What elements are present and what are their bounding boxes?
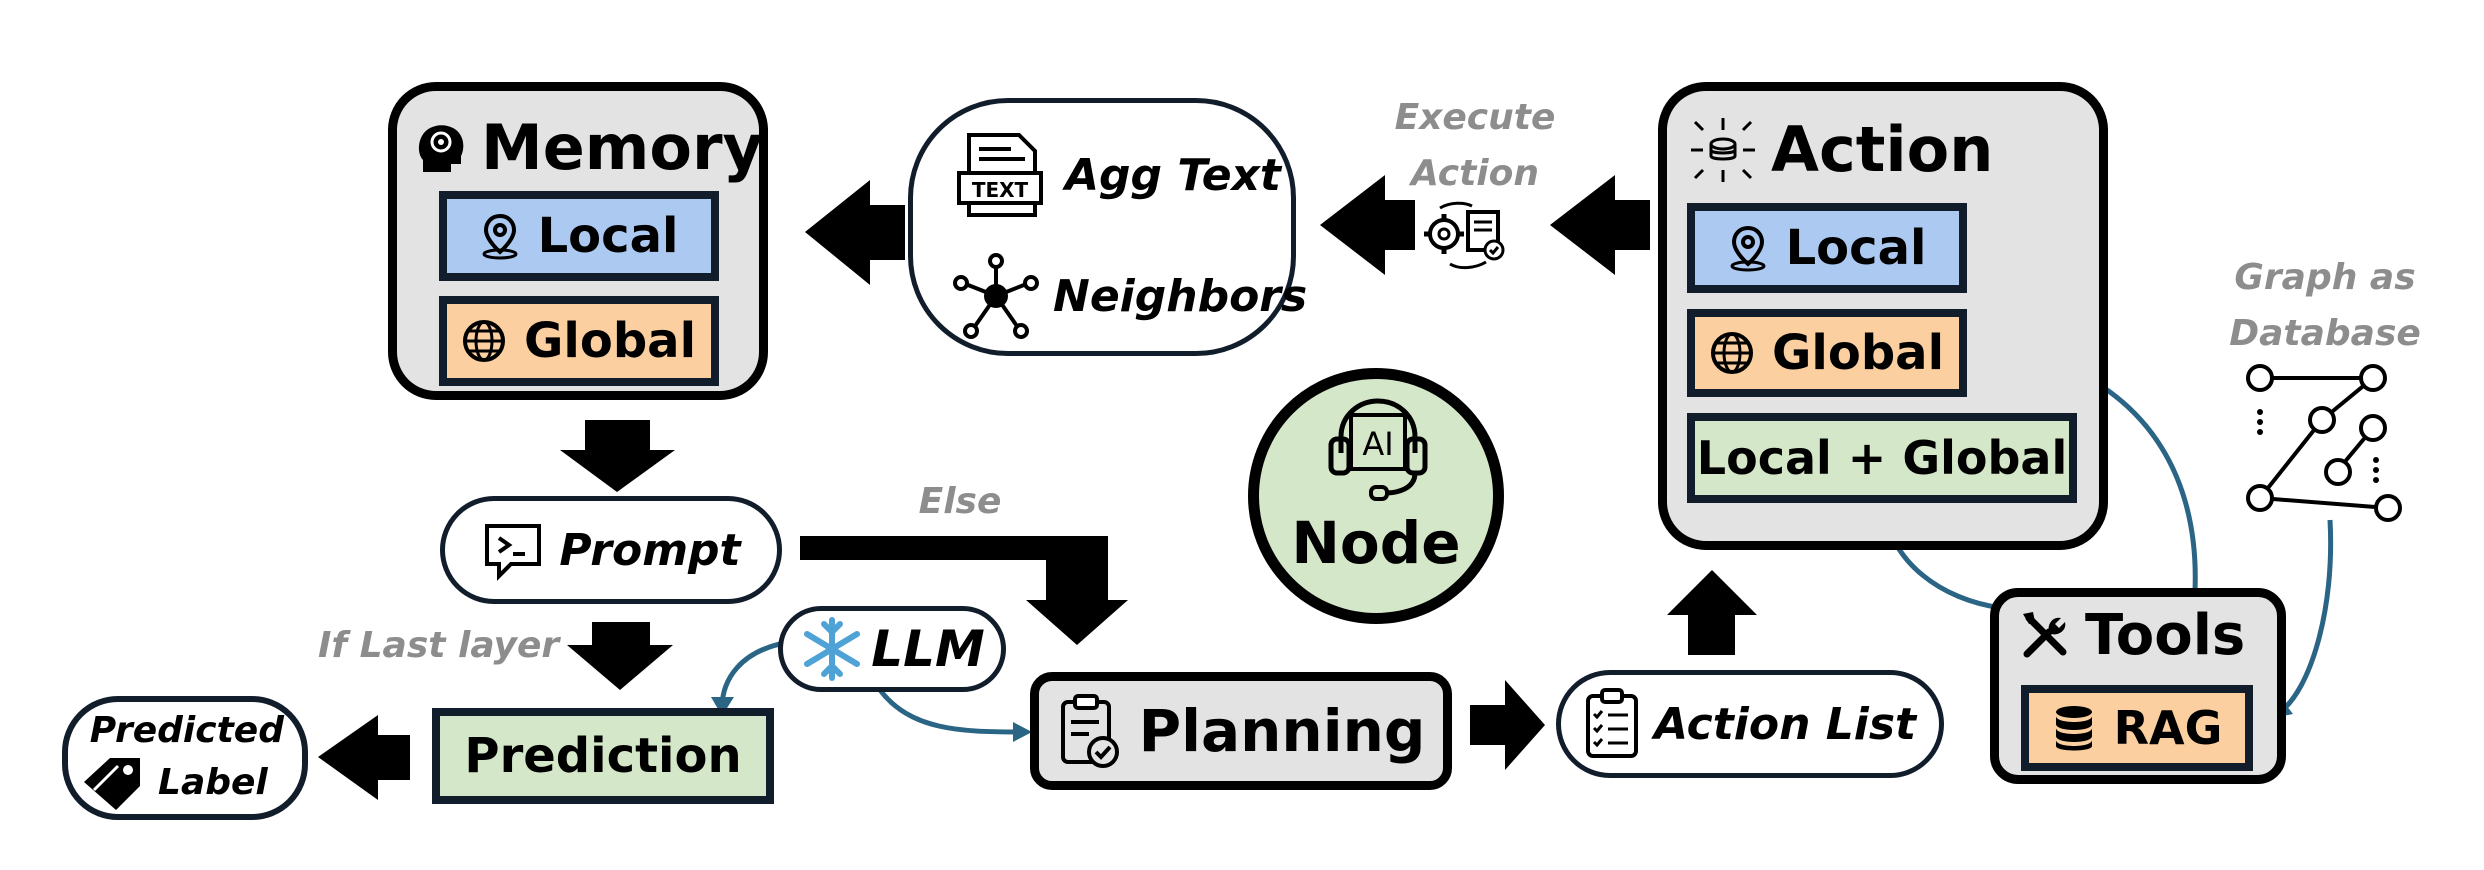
arrow-agg-to-memory xyxy=(805,180,905,285)
graph-db-line-1: Graph as xyxy=(2234,257,2416,298)
arrow-planning-to-actionlist xyxy=(1470,680,1545,770)
tag-icon xyxy=(80,756,150,812)
clipboard-check-icon xyxy=(1057,692,1121,770)
ai-node: AI Node xyxy=(1248,368,1504,624)
predicted-line-1: Predicted xyxy=(89,710,284,751)
prompt-pill: Prompt xyxy=(440,496,782,604)
arrow-else-to-planning xyxy=(800,536,1128,645)
database-arrows-icon xyxy=(1689,116,1757,184)
predicted-line-2: Label xyxy=(158,762,268,803)
planning-box: Planning xyxy=(1030,672,1452,790)
execute-action-annotation: Execute Action xyxy=(1385,90,1565,202)
memory-block: Memory Local Global xyxy=(388,82,768,400)
action-local-global: Local + Global xyxy=(1687,413,2077,503)
execute-gear-doc-icon xyxy=(1420,200,1510,272)
globe-icon xyxy=(1710,331,1754,375)
curve-graph-to-rag xyxy=(2278,519,2334,715)
agg-text-label: Agg Text xyxy=(1065,149,1281,201)
llm-pill: LLM xyxy=(778,606,1006,692)
action-local-global-label: Local + Global xyxy=(1696,431,2068,485)
if-last-layer-annotation: If Last layer xyxy=(318,625,560,666)
aggregate-block: TEXT Agg Text Neighbors xyxy=(908,98,1307,356)
arrow-actionlist-to-action xyxy=(1667,570,1757,655)
prediction-label: Prediction xyxy=(464,728,742,784)
neighbors-row: Neighbors xyxy=(953,253,1307,339)
arrow-action-to-execute xyxy=(1550,175,1650,275)
execute-line-2: Action xyxy=(1410,153,1539,194)
location-pin-icon xyxy=(480,212,520,260)
arrow-prompt-to-prediction xyxy=(567,622,673,690)
curve-llm-to-planning xyxy=(878,688,1021,735)
graph-database-annotation: Graph as Database xyxy=(2220,250,2430,362)
prediction-box: Prediction xyxy=(432,708,774,804)
prompt-label: Prompt xyxy=(559,524,741,576)
action-title: Action xyxy=(1771,113,1994,186)
snowflake-icon xyxy=(799,616,865,682)
action-block: Action Local Global Local + Global xyxy=(1658,82,2108,550)
text-icon-label: TEXT xyxy=(972,178,1029,202)
memory-title: Memory xyxy=(481,111,763,184)
neighbors-label: Neighbors xyxy=(1053,270,1308,322)
tools-wrench-screwdriver-icon xyxy=(2019,610,2071,662)
tools-header: Tools xyxy=(2019,603,2245,668)
terminal-prompt-icon xyxy=(481,518,545,582)
action-local: Local xyxy=(1687,203,1967,293)
graph-network-icon xyxy=(2238,360,2408,530)
arrow-execute-to-agg xyxy=(1320,175,1415,275)
llm-label: LLM xyxy=(871,620,985,678)
memory-header: Memory xyxy=(415,111,763,184)
memory-local-label: Local xyxy=(537,208,679,264)
tools-rag: RAG xyxy=(2021,685,2253,771)
checklist-icon xyxy=(1584,688,1640,760)
ai-headset-icon: AI xyxy=(1323,393,1433,503)
arrow-prediction-to-label xyxy=(318,715,410,800)
action-local-label: Local xyxy=(1785,220,1927,276)
rag-label: RAG xyxy=(2113,701,2223,755)
ai-node-label: Node xyxy=(1291,509,1461,577)
memory-global: Global xyxy=(439,296,719,386)
database-icon xyxy=(2052,704,2096,752)
location-pin-icon xyxy=(1728,224,1768,272)
tools-block: Tools RAG xyxy=(1990,588,2286,784)
execute-line-1: Execute xyxy=(1394,97,1556,138)
else-annotation: Else xyxy=(918,481,1002,522)
agg-text-row: TEXT Agg Text xyxy=(955,131,1281,219)
graph-db-line-2: Database xyxy=(2229,313,2421,354)
action-global: Global xyxy=(1687,309,1967,397)
ai-node-ai-text: AI xyxy=(1362,425,1393,463)
action-list-label: Action List xyxy=(1653,698,1917,750)
action-list-pill: Action List xyxy=(1556,670,1944,778)
text-document-icon: TEXT xyxy=(955,131,1045,219)
arrow-memory-to-prompt xyxy=(560,420,675,492)
arrowhead-prediction xyxy=(711,697,734,716)
tools-title: Tools xyxy=(2085,603,2246,668)
memory-global-label: Global xyxy=(523,313,697,369)
globe-icon xyxy=(462,319,506,363)
action-header: Action xyxy=(1689,113,1993,186)
head-brain-icon xyxy=(415,120,467,176)
predicted-label-block: Predicted Label xyxy=(62,696,308,820)
action-global-label: Global xyxy=(1771,325,1945,381)
memory-local: Local xyxy=(439,191,719,281)
planning-label: Planning xyxy=(1138,697,1426,765)
arrowhead-planning xyxy=(1013,722,1032,742)
network-icon xyxy=(953,253,1039,339)
